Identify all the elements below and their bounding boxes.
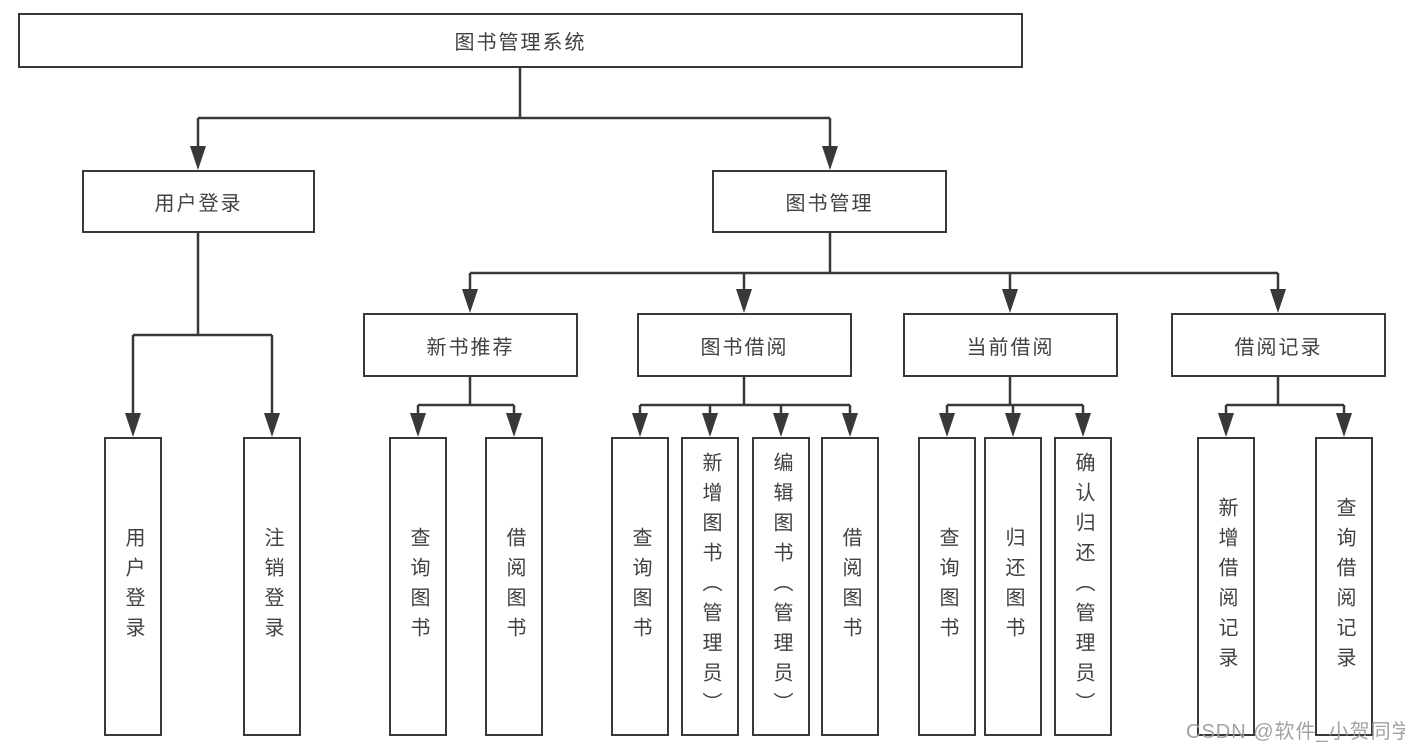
leaf-user-login: 用户登录 (104, 437, 162, 736)
connector-borrow-record-children (1224, 377, 1346, 418)
leaf-borrow-book: 借阅图书 (821, 437, 879, 736)
leaf-borrow-book-label: 借阅图书 (839, 526, 861, 647)
arrow-to-leaf-query-book-2 (632, 413, 648, 437)
arrow-to-leaf-add-record (1218, 413, 1234, 437)
arrow-to-new-book (462, 289, 478, 313)
arrow-to-leaf-add-book (702, 413, 718, 437)
leaf-query-borrow-record-label: 查询借阅记录 (1333, 496, 1355, 677)
node-user-login-label: 用户登录 (154, 193, 243, 215)
node-new-book-recommend: 新书推荐 (363, 313, 578, 377)
leaf-borrow-book-recommend-label: 借阅图书 (503, 526, 525, 647)
arrow-to-current-borrow (1002, 289, 1018, 313)
leaf-query-book-recommend-label: 查询图书 (407, 526, 429, 647)
arrow-to-leaf-return-book (1005, 413, 1021, 437)
leaf-confirm-return-admin: 确认归还（管理员） (1054, 437, 1112, 736)
leaf-user-login-label: 用户登录 (122, 526, 144, 647)
arrow-to-leaf-logout (264, 413, 280, 437)
connector-book-borrow-children (638, 377, 852, 418)
node-new-book-recommend-label: 新书推荐 (426, 336, 515, 359)
arrow-to-book-borrow (736, 289, 752, 313)
node-system-root-label: 图书管理系统 (454, 32, 587, 54)
connector-root-to-level2 (196, 68, 832, 150)
connector-new-book-children (416, 377, 516, 418)
leaf-add-book-admin-label: 新增图书（管理员） (699, 451, 721, 722)
arrow-to-leaf-borrow-book-1 (506, 413, 522, 437)
leaf-query-book-borrow-label: 查询图书 (629, 526, 651, 647)
arrow-to-leaf-user-login (125, 413, 141, 437)
arrow-to-borrow-record (1270, 289, 1286, 313)
leaf-add-borrow-record-label: 新增借阅记录 (1215, 496, 1237, 677)
node-current-borrow-label: 当前借阅 (966, 336, 1055, 359)
node-user-login: 用户登录 (82, 170, 315, 233)
arrow-to-leaf-query-record (1336, 413, 1352, 437)
leaf-return-book: 归还图书 (984, 437, 1042, 736)
connector-book-mgmt-to-level3 (468, 233, 1280, 294)
node-system-root: 图书管理系统 (18, 13, 1023, 68)
watermark-text: CSDN @软件_小贺同学 (1186, 721, 1405, 743)
arrow-to-leaf-edit-book (773, 413, 789, 437)
connector-current-borrow-children (945, 377, 1085, 418)
arrow-to-book-mgmt (822, 146, 838, 170)
node-borrow-records: 借阅记录 (1171, 313, 1386, 377)
leaf-logout: 注销登录 (243, 437, 301, 736)
node-book-management: 图书管理 (712, 170, 947, 233)
leaf-query-book-current-label: 查询图书 (936, 526, 958, 647)
leaf-edit-book-admin: 编辑图书（管理员） (752, 437, 810, 736)
node-book-borrow: 图书借阅 (637, 313, 852, 377)
connector-user-login-children (131, 233, 274, 418)
arrow-to-leaf-query-book-1 (410, 413, 426, 437)
leaf-add-book-admin: 新增图书（管理员） (681, 437, 739, 736)
leaf-logout-label: 注销登录 (261, 526, 283, 647)
leaf-confirm-return-admin-label: 确认归还（管理员） (1072, 451, 1094, 722)
arrow-to-leaf-confirm-return (1075, 413, 1091, 437)
leaf-edit-book-admin-label: 编辑图书（管理员） (770, 451, 792, 722)
leaf-query-book-current: 查询图书 (918, 437, 976, 736)
node-book-borrow-label: 图书借阅 (700, 336, 789, 359)
arrow-to-leaf-borrow-book-2 (842, 413, 858, 437)
leaf-add-borrow-record: 新增借阅记录 (1197, 437, 1255, 736)
node-book-management-label: 图书管理 (785, 193, 874, 215)
leaf-query-book-borrow: 查询图书 (611, 437, 669, 736)
arrowheads (125, 146, 1352, 437)
leaf-query-borrow-record: 查询借阅记录 (1315, 437, 1373, 736)
leaf-query-book-recommend: 查询图书 (389, 437, 447, 736)
node-borrow-records-label: 借阅记录 (1234, 336, 1323, 359)
node-current-borrow: 当前借阅 (903, 313, 1118, 377)
leaf-return-book-label: 归还图书 (1002, 526, 1024, 647)
arrow-to-user-login (190, 146, 206, 170)
leaf-borrow-book-recommend: 借阅图书 (485, 437, 543, 736)
arrow-to-leaf-query-book-3 (939, 413, 955, 437)
